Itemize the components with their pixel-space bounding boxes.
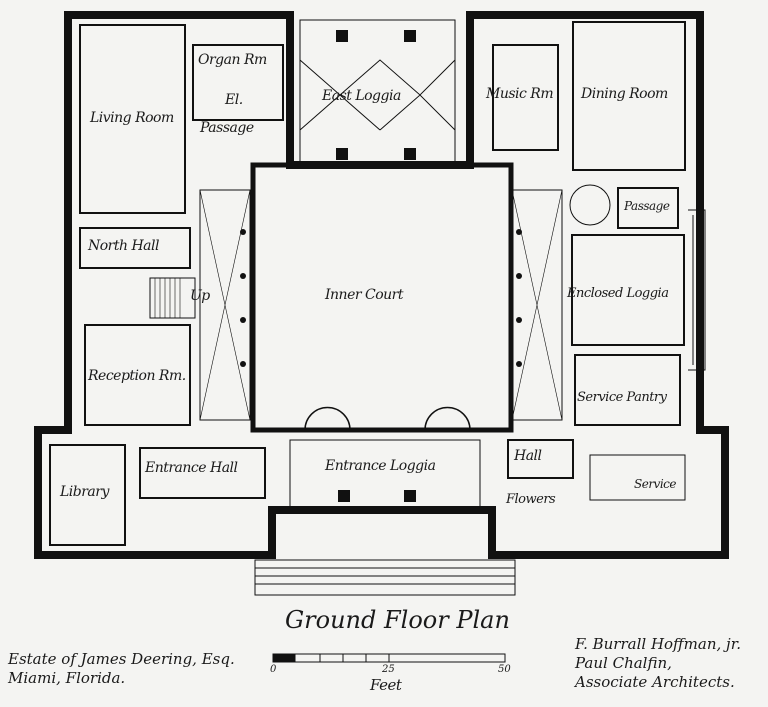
room-label-north-hall: North Hall [88, 238, 159, 254]
room-label-living-room: Living Room [90, 110, 174, 126]
room-label-service: Service [634, 477, 677, 491]
room-label-enclosed-loggia: Enclosed Loggia [567, 286, 669, 301]
room-label-library: Library [60, 484, 109, 500]
room-label-organ-room: Organ Rm [198, 52, 267, 68]
room-label-passage-east: Passage [624, 199, 670, 213]
room-label-hall: Hall [514, 448, 542, 464]
room-label-service-pantry: Service Pantry [577, 390, 667, 405]
architect-1: F. Burrall Hoffman, jr. [575, 635, 741, 653]
plan-title: Ground Floor Plan [285, 606, 510, 634]
room-label-reception-room: Reception Rm. [88, 368, 186, 384]
scale-tick-25: 25 [382, 664, 395, 675]
client-name: Estate of James Deering, Esq. [8, 650, 235, 668]
client-location: Miami, Florida. [8, 669, 126, 687]
architects-caption: F. Burrall Hoffman, jr. Paul Chalfin, As… [575, 635, 741, 692]
scale-tick-50: 50 [498, 664, 511, 675]
room-label-music-room: Music Rm [486, 86, 554, 102]
scale-unit-label: Feet [370, 676, 402, 694]
scale-bar [272, 653, 506, 663]
architect-2: Paul Chalfin, [575, 654, 672, 672]
room-label-flowers: Flowers [506, 492, 556, 507]
living-room-outline [79, 24, 186, 214]
room-label-east-loggia: East Loggia [322, 88, 401, 104]
room-label-elevator: El. [225, 92, 243, 108]
room-label-up: Up [190, 288, 210, 304]
room-label-entrance-loggia: Entrance Loggia [325, 458, 436, 474]
room-label-dining-room: Dining Room [581, 86, 668, 102]
room-label-entrance-hall: Entrance Hall [145, 460, 238, 476]
inner-court-outline [250, 162, 514, 433]
room-label-inner-court: Inner Court [325, 287, 403, 303]
scale-tick-0: 0 [270, 664, 277, 675]
room-label-passage-west: Passage [200, 120, 254, 136]
architects-role: Associate Architects. [575, 673, 735, 691]
client-caption: Estate of James Deering, Esq. Miami, Flo… [8, 650, 235, 688]
